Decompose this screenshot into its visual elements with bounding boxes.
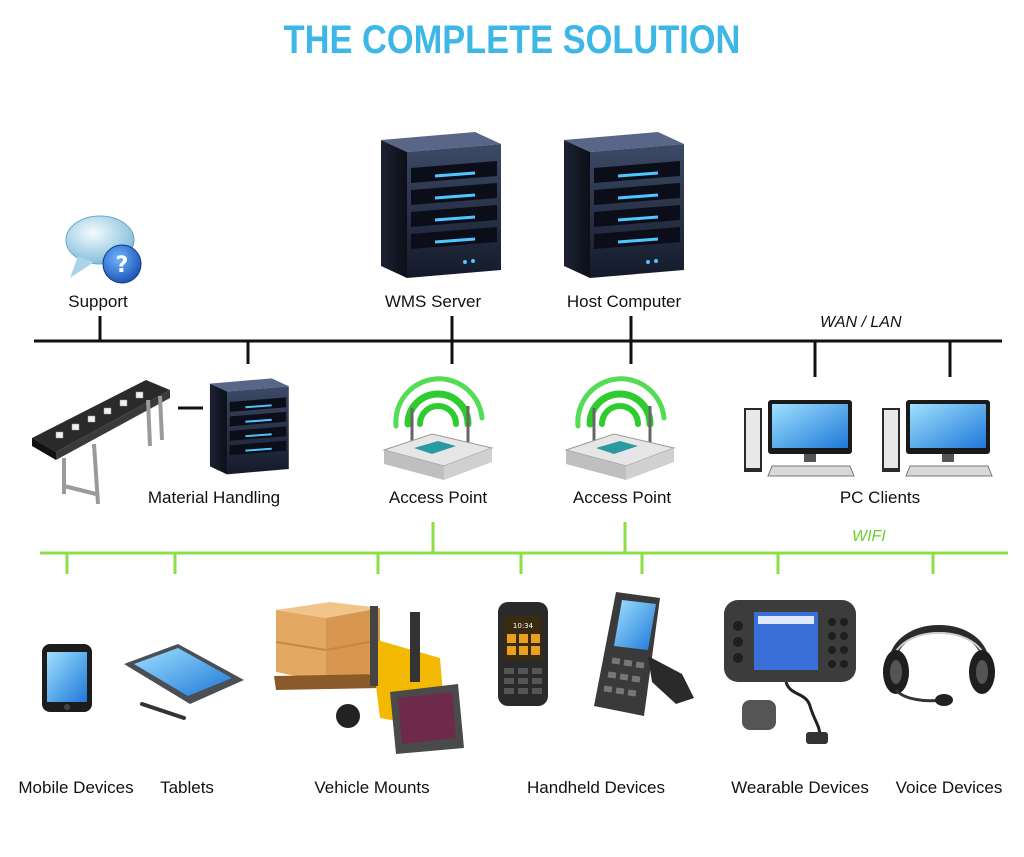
support-chat-icon: ? <box>65 215 142 284</box>
pc-client-icon <box>882 400 993 477</box>
wan-lan-label: WAN / LAN <box>820 314 902 331</box>
wms-server-label: WMS Server <box>384 292 482 311</box>
host-computer-icon <box>564 132 684 278</box>
tablet-icon <box>124 644 244 720</box>
handheld-devices-label: Handheld Devices <box>527 778 665 797</box>
mobile-devices-label: Mobile Devices <box>18 778 134 797</box>
voice-devices-label: Voice Devices <box>895 778 1003 797</box>
access-point-icon <box>382 376 494 480</box>
wearable-terminal-icon <box>724 600 856 744</box>
vehicle-mount-forklift-icon <box>274 602 464 754</box>
material-handling-server-icon <box>209 378 289 475</box>
pc-client-icon <box>744 400 855 477</box>
handheld-phone-icon: 10:34 <box>498 602 548 706</box>
support-label: Support <box>68 292 128 311</box>
access-point-1-label: Access Point <box>388 488 488 507</box>
page-title: THE COMPLETE SOLUTION <box>283 18 741 62</box>
host-computer-label: Host Computer <box>566 292 682 311</box>
conveyor-icon <box>32 380 170 505</box>
rugged-scanner-icon <box>594 592 694 716</box>
access-point-icon <box>564 376 676 480</box>
pc-clients-label: PC Clients <box>839 488 921 507</box>
vehicle-mounts-label: Vehicle Mounts <box>314 778 430 797</box>
tablets-label: Tablets <box>160 778 214 797</box>
wearable-devices-label: Wearable Devices <box>731 778 869 797</box>
wifi-label: WIFI <box>852 528 886 545</box>
handheld-screen-time: 10:34 <box>513 622 534 630</box>
access-point-2-label: Access Point <box>572 488 672 507</box>
mobile-phone-icon <box>42 644 92 712</box>
wms-server-icon <box>381 132 501 278</box>
material-handling-label: Material Handling <box>147 488 281 507</box>
headset-icon <box>883 625 995 706</box>
svg-text:?: ? <box>116 253 129 278</box>
